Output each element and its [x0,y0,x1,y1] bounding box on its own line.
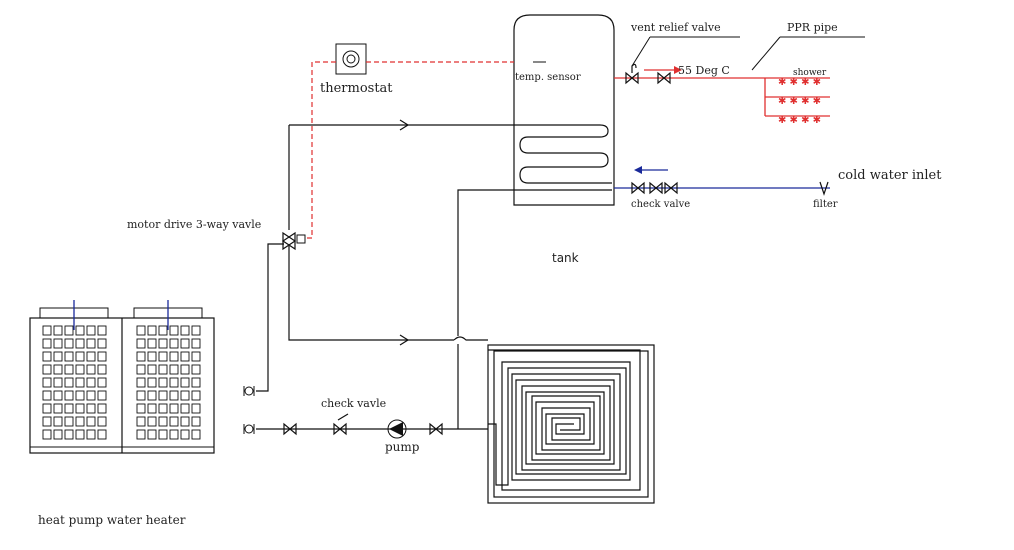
hot-water-line [614,63,830,117]
svg-text:✱ ✱ ✱ ✱: ✱ ✱ ✱ ✱ [778,77,821,88]
heat-pump-label: heat pump water heater [38,513,186,527]
heat-pump-left-grille [42,325,107,440]
pump-icon [387,419,407,439]
motor-3way-valve-icon [281,231,306,251]
cold-water-line [614,166,830,196]
hot-gate-valve-icon [657,71,671,85]
check-valve-bottom-label: check vavle [321,397,386,410]
motor-valve-label: motor drive 3-way vavle [127,218,261,231]
tank-heating-coil [289,124,612,184]
check-valve-top-label: check valve [631,199,690,210]
heat-pump-units [29,300,215,454]
svg-text:✱ ✱ ✱ ✱: ✱ ✱ ✱ ✱ [778,96,821,107]
control-wire [305,61,336,239]
return-gate-valve-2-icon [429,422,443,436]
shower-heads: ✱ ✱ ✱ ✱ ✱ ✱ ✱ ✱ ✱ ✱ ✱ ✱ [778,77,821,126]
storage-tank [289,14,615,206]
cold-water-inlet-label: cold water inlet [838,168,942,183]
filter-icon [819,181,829,196]
ppr-pipe-label: PPR pipe [787,21,838,34]
heat-pump-right-grille [136,325,201,440]
tank-label: tank [552,251,579,265]
temp-sensor-label: temp. sensor [515,72,581,83]
check-valve-icon [631,181,645,195]
temperature-label: 55 Deg C [678,64,730,77]
return-gate-valve-1-icon [283,422,297,436]
shower-label: shower [793,68,827,78]
main-pipework [256,119,612,430]
vent-relief-valve-icon [625,71,639,85]
filter-label: filter [813,199,838,210]
pump-label: pump [385,440,420,454]
return-check-valve-icon [333,413,349,436]
svg-text:✱ ✱ ✱ ✱: ✱ ✱ ✱ ✱ [778,115,821,126]
floor-heating-loop [487,344,655,504]
thermostat-label: thermostat [320,81,393,96]
vent-relief-valve-label: vent relief valve [630,21,721,34]
thermostat-icon [335,43,367,75]
pipe-unions [243,386,255,434]
